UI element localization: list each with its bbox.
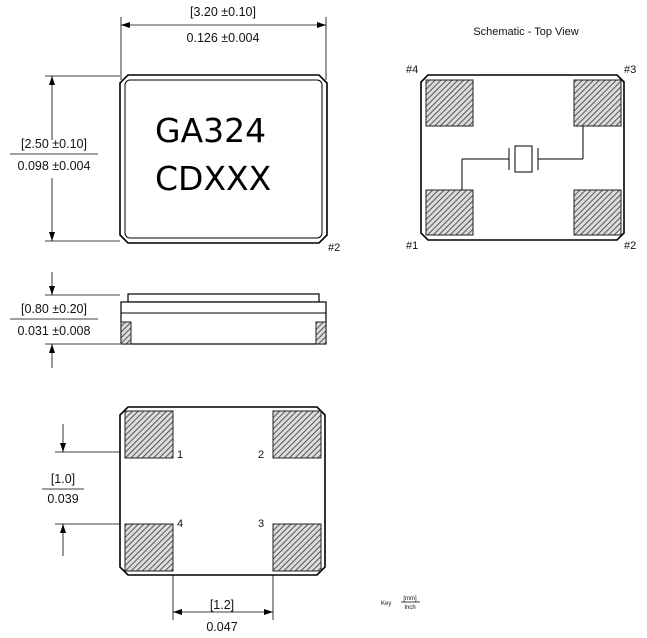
schematic-pad-4 [425,79,474,127]
top-package-outline [119,74,328,244]
pad-pitch-vertical-dimension: [1.0] 0.039 [42,424,120,556]
schematic-title: Schematic - Top View [473,26,578,38]
top-width-mm: [3.20 ±0.10] [190,5,256,19]
schematic-pin-1: #1 [406,240,418,252]
side-lid [127,293,320,303]
bottom-pad-1 [124,410,174,459]
key-denominator: Inch [404,605,415,611]
crystal-symbol [461,126,584,190]
schematic-pad-2 [573,189,622,236]
bottom-pad-4 [124,523,174,572]
bottom-pad-2 [272,410,322,459]
side-terminal-right [315,321,327,345]
top-height-mm: [2.50 ±0.10] [21,137,87,151]
top-view: [3.20 ±0.10] 0.126 ±0.004 [2.50 ±0.10] 0… [10,5,340,254]
pad-pitch-horizontal-dimension: [1.2] 0.047 [172,575,274,634]
schematic-top-view: Schematic - Top View #4 #3 #1 #2 [406,26,636,252]
pad-pitch-v-inch: 0.039 [47,492,78,506]
units-key: Key [mm] Inch [381,596,420,611]
top-height-inch: 0.098 ±0.004 [18,159,91,173]
side-thickness-mm: [0.80 ±0.20] [21,302,87,316]
pad-pitch-h-mm: [1.2] [210,598,234,612]
key-label: Key [381,601,391,607]
side-terminal-left [120,321,132,345]
bottom-pad-label-2: 2 [258,449,264,461]
marking-line-2: CDXXX [155,159,271,198]
top-height-dimension: [2.50 ±0.10] 0.098 ±0.004 [10,75,120,242]
schematic-pad-1 [425,189,474,236]
side-view: [0.80 ±0.20] 0.031 ±0.008 [10,272,327,368]
top-width-inch: 0.126 ±0.004 [187,31,260,45]
schematic-pin-2: #2 [624,240,636,252]
bottom-pad-label-3: 3 [258,518,264,530]
bottom-pad-label-1: 1 [177,449,183,461]
bottom-pad-label-4: 4 [177,518,183,530]
side-thickness-inch: 0.031 ±0.008 [18,324,91,338]
bottom-pad-3 [272,523,322,572]
side-body [120,301,327,345]
side-thickness-dimension: [0.80 ±0.20] 0.031 ±0.008 [10,272,120,368]
schematic-pin-4: #4 [406,64,418,76]
top-package-lid [124,79,323,239]
schematic-pin-3: #3 [624,64,636,76]
bottom-view: 1 2 4 3 [1.0] 0.039 [1.2] 0.047 [42,406,326,634]
schematic-pad-3 [573,79,622,127]
key-numerator: [mm] [403,596,417,602]
top-pin2-label: #2 [328,242,340,254]
top-width-dimension: [3.20 ±0.10] 0.126 ±0.004 [120,5,327,80]
pad-pitch-h-inch: 0.047 [206,620,237,634]
pad-pitch-v-mm: [1.0] [51,472,75,486]
marking-line-1: GA324 [155,111,266,150]
